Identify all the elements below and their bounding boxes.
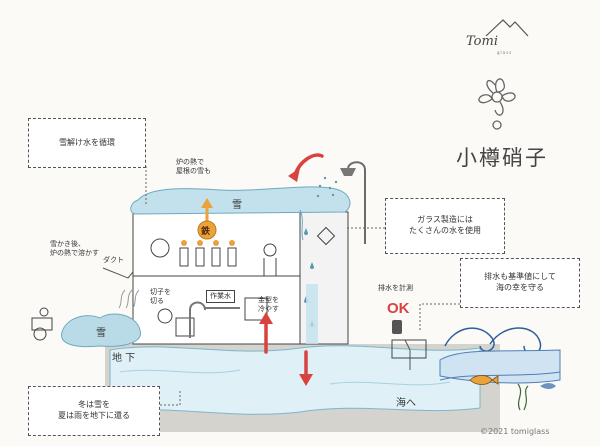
discharge-box: 排水も基準値にして 海の幸を守る [460, 258, 580, 308]
mold-cool-label: 金型を 冷やす [258, 296, 279, 313]
roof-heat-label: 炉の熱で 屋根の雪も [176, 158, 211, 175]
brand-name: 小樽硝子 [456, 146, 548, 170]
fish-icon [469, 375, 499, 385]
ok-label: OK [387, 300, 410, 317]
copyright: ©2021 tomiglass [480, 427, 550, 436]
snow-tractor-icon [31, 317, 53, 331]
shower-head-icon [340, 168, 356, 176]
snow-shovel-label: 雪かき後、 炉の熱で溶かす [50, 240, 99, 257]
sea-waves [439, 327, 561, 384]
tractor-wheel-icon [33, 327, 47, 341]
ground-return-box: 冬は雪を 夏は雨を地下に還る [28, 386, 160, 436]
heat-waves [118, 289, 140, 309]
shower-drops [316, 176, 338, 198]
measure-label: 排水を計測 [378, 284, 413, 292]
snow-pile-label: 雪 [96, 328, 106, 339]
underground-label: 地 下 [112, 353, 136, 364]
work-water-pipe [189, 301, 206, 338]
cutter-figure [157, 308, 173, 324]
seaweed-icon [517, 383, 529, 411]
duct-label: ダクト [103, 256, 124, 264]
small-fish-icon [540, 383, 556, 389]
iron-label: 鉄 [201, 227, 211, 237]
logo-text: Tomi [466, 34, 498, 49]
shower-pipe [347, 161, 366, 244]
roof-snow [130, 186, 351, 215]
duct-pipe [102, 267, 134, 279]
roof-snow-label: 雪 [232, 200, 242, 211]
iron-kettle-icon [197, 220, 217, 240]
mountain-logo-icon [485, 19, 529, 37]
connector-lines [100, 163, 460, 406]
flower-logo-icon [478, 78, 516, 130]
glassblower-figure [150, 238, 170, 258]
snowmelt-box: 雪解け水を循環 [28, 118, 146, 168]
work-water-label: 作業水 [206, 290, 235, 303]
cut-glass-label: 切子を 切る [150, 288, 171, 305]
logo-subtext: glass [497, 50, 513, 55]
glass-water-box: ガラス製造には たくさんの水を使用 [385, 198, 505, 254]
to-sea-label: 海へ [396, 398, 416, 409]
meter-device-icon [392, 320, 402, 334]
mold-machine [244, 297, 268, 321]
worker-figure [263, 243, 277, 257]
underground-water [109, 345, 481, 415]
snow-pile [61, 313, 141, 348]
